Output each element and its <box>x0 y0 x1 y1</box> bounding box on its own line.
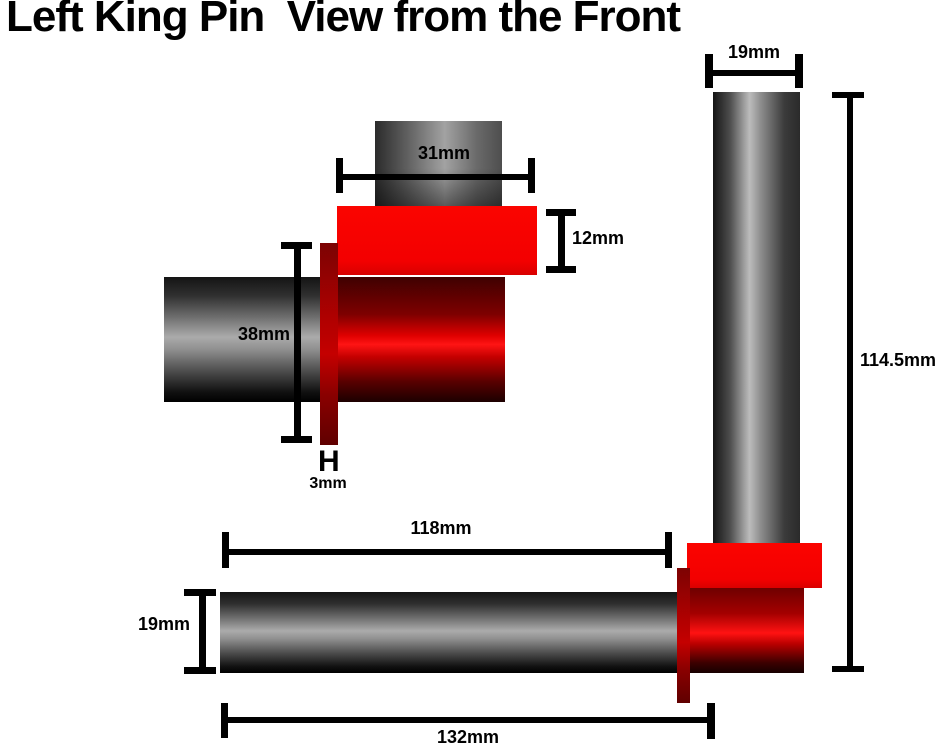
dim-line <box>558 211 565 271</box>
dim-label: 118mm <box>410 518 472 538</box>
axle-bushing-red-cylinder <box>338 277 505 402</box>
dim-tick-bottom <box>184 667 216 674</box>
dim-label: 12mm <box>572 228 625 248</box>
dim-label: 38mm <box>237 324 290 344</box>
flange-disc-mid <box>320 243 338 445</box>
dim-tick-left <box>336 158 343 193</box>
bottom-axle-cylinder <box>220 592 698 673</box>
dim-tick-right <box>528 158 535 193</box>
bottom-collar-red-block <box>687 543 822 588</box>
dim-tick-top <box>281 242 312 249</box>
dim-label: 19mm <box>727 42 781 62</box>
dim-label: 3mm <box>309 475 347 492</box>
dim-tick-bottom <box>281 436 312 443</box>
dim-tick-left <box>705 54 713 88</box>
dim-h-marker: H <box>318 445 340 478</box>
dim-tick-right <box>795 54 803 88</box>
dim-tick-bottom <box>832 666 864 672</box>
dim-tick-right <box>707 703 715 739</box>
upper-stub-cylinder <box>375 121 502 207</box>
dim-label: 31mm <box>417 143 471 163</box>
dim-label: 19mm <box>137 614 190 634</box>
bottom-bushing-red-cylinder <box>690 588 804 673</box>
dim-tick-left <box>222 532 229 568</box>
dim-line <box>225 549 669 555</box>
dim-line <box>706 70 803 76</box>
dim-tick-right <box>665 532 672 568</box>
dim-line <box>225 717 712 723</box>
dim-label: 114.5mm <box>860 350 937 370</box>
dim-line <box>337 174 535 180</box>
dim-line <box>847 92 853 672</box>
dim-line <box>199 591 206 672</box>
kingpin-vertical-cylinder <box>713 92 800 552</box>
dim-tick-top <box>546 209 576 216</box>
washer-red-block <box>337 206 537 275</box>
dim-tick-top <box>184 589 216 596</box>
dim-label: 132mm <box>436 727 500 747</box>
dim-tick-bottom <box>546 266 576 273</box>
flange-disc-bottom <box>677 568 690 703</box>
dim-tick-left <box>221 703 228 738</box>
diagram-title: Left King Pin View from the Front <box>6 0 681 41</box>
dim-tick-top <box>832 92 864 98</box>
dim-line <box>294 245 301 439</box>
